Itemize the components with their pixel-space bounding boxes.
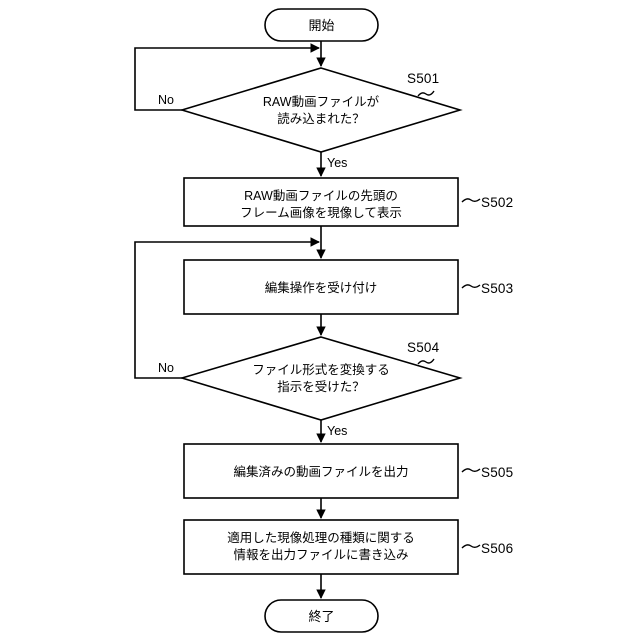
branch-label-s501-yes: Yes: [327, 156, 348, 170]
decision-s501-label: RAW動画ファイルが 読み込まれた？: [262, 95, 380, 126]
process-s503-shape: [183, 259, 459, 315]
leader-s502: [461, 198, 481, 203]
step-id-s504: S504: [407, 340, 440, 355]
leader-s506: [461, 544, 481, 549]
branch-label-s504-yes: Yes: [327, 424, 348, 438]
process-s505-shape: [183, 443, 459, 499]
connector-s501-no-loop: [134, 43, 320, 111]
process-s505-label: 編集済みの動画ファイルを出力: [233, 465, 409, 479]
leader-s505: [461, 468, 481, 473]
start-terminal-label: 開始: [308, 18, 335, 33]
leader-s504: [417, 358, 435, 365]
leader-s501: [417, 90, 435, 97]
process-s506-label: 適用した現像処理の種類に関する 情報を出力ファイルに書き込み: [227, 531, 415, 562]
step-id-s501: S501: [407, 71, 440, 86]
end-terminal-shape: [264, 599, 379, 633]
process-s506-shape: [183, 519, 459, 575]
branch-label-s504-no: No: [158, 361, 174, 375]
step-id-s503: S503: [481, 281, 514, 296]
process-s502-shape: [183, 177, 459, 227]
decision-s504-label: ファイル形式を変換する 指示を受けた？: [252, 363, 390, 394]
branch-label-s501-no: No: [158, 93, 174, 107]
process-s503-label: 編集操作を受け付け: [264, 281, 378, 295]
connector-s504-no-loop: [134, 237, 320, 379]
step-id-s502: S502: [481, 195, 514, 210]
process-s502-label: RAW動画ファイルの先頭の フレーム画像を現像して表示: [240, 189, 402, 220]
leader-s503: [461, 284, 481, 289]
step-id-s506: S506: [481, 541, 514, 556]
end-terminal-label: 終了: [308, 609, 335, 624]
step-id-s505: S505: [481, 465, 514, 480]
